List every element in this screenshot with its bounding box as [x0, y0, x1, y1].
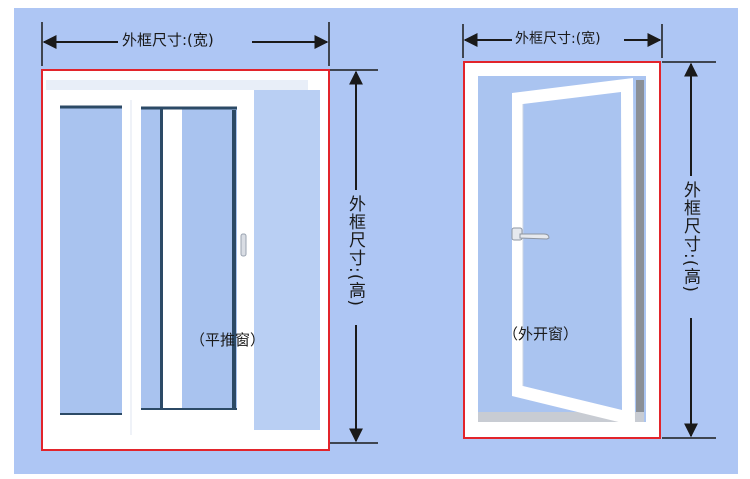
sliding-frame-outline: [41, 69, 330, 451]
sliding-window: [41, 69, 330, 451]
sliding-right-glass: [252, 90, 320, 430]
casement-frame-outline: [463, 61, 661, 439]
casement-window-caption: （外开窗）: [503, 325, 579, 343]
casement-sash-glass: [523, 92, 622, 410]
sliding-window-caption: （平推窗）: [190, 331, 266, 349]
sliding-left-glass: [60, 107, 122, 414]
casement-jamb: [636, 80, 644, 420]
sliding-middle-mullion: [162, 107, 182, 410]
casement-window: [463, 61, 661, 439]
casement-height-label: 外框尺寸:(高): [680, 181, 700, 293]
casement-handle-lever: [519, 233, 550, 240]
sliding-height-label: 外框尺寸:(高): [345, 195, 365, 307]
casement-width-label: 外框尺寸:(宽): [515, 31, 601, 47]
sliding-top-track: [46, 80, 308, 90]
sliding-width-label: 外框尺寸:(宽): [122, 31, 214, 49]
sliding-handle: [240, 233, 247, 257]
sliding-middle-glass: [141, 107, 237, 410]
